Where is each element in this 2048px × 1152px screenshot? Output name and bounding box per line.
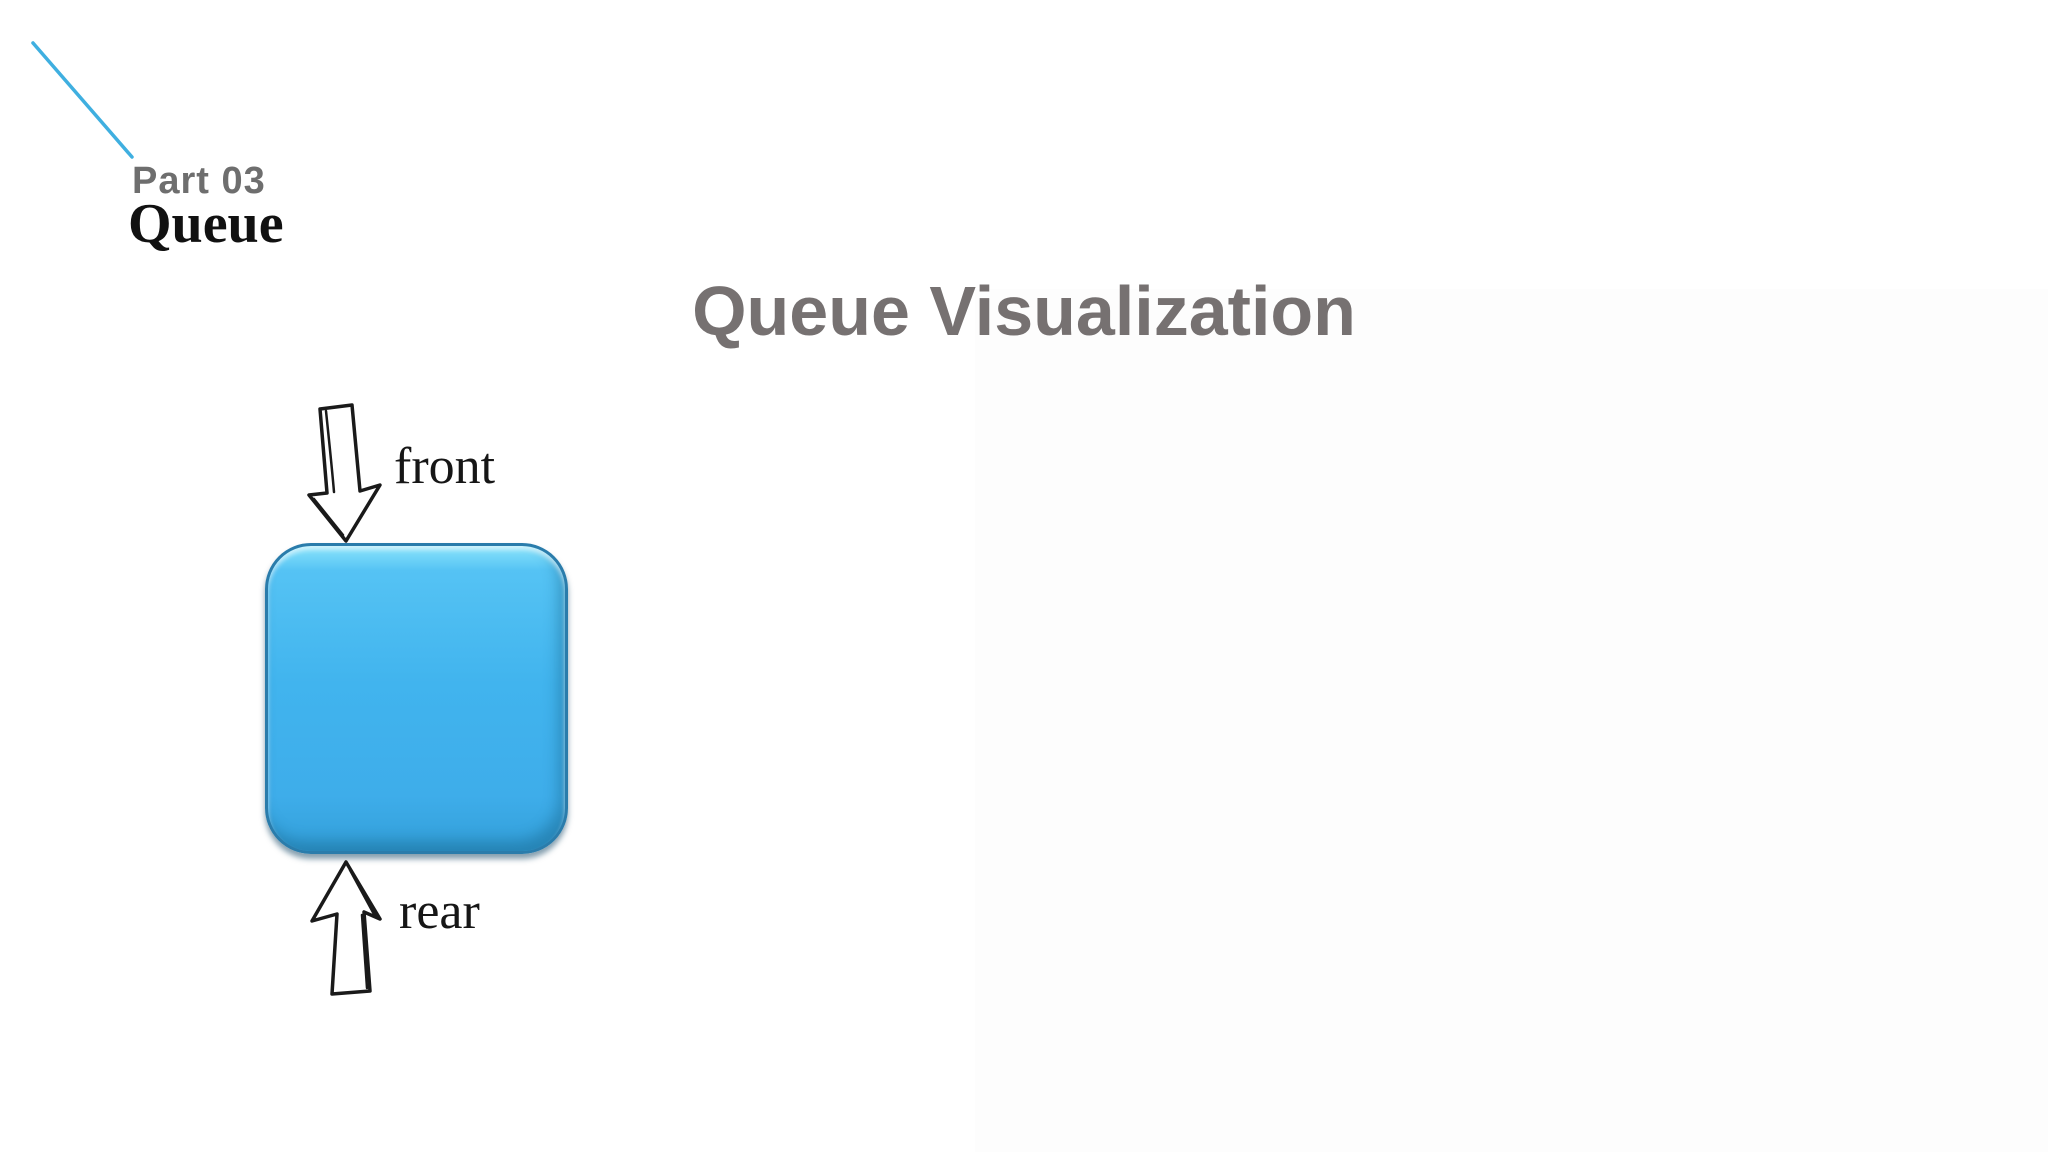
part-label: Part 03	[132, 160, 266, 202]
front-label: front	[394, 438, 496, 495]
page-title: Queue Visualization	[692, 272, 1356, 350]
rear-arrow-icon	[310, 860, 382, 996]
background-panel	[975, 289, 2048, 1152]
queue-box	[265, 543, 568, 854]
front-arrow-icon	[307, 403, 382, 543]
part-title: Queue	[128, 193, 284, 255]
corner-accent-line-icon	[31, 41, 134, 159]
rear-label: rear	[399, 883, 480, 940]
